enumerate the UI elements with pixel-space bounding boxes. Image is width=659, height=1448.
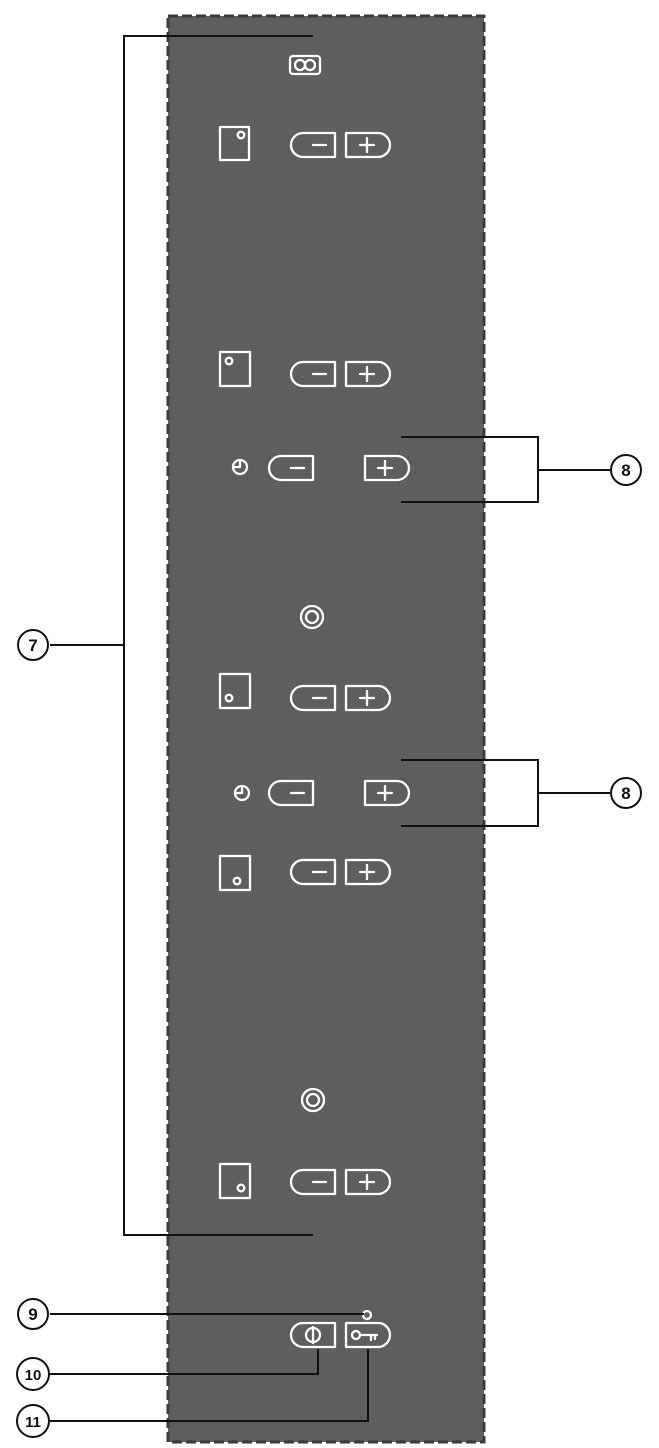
callout-9: 9	[17, 1298, 49, 1330]
power-button[interactable]	[289, 1321, 337, 1349]
plus-button[interactable]	[344, 684, 392, 712]
plus-button[interactable]	[344, 858, 392, 886]
bracket-7	[50, 35, 313, 1236]
plus-button[interactable]	[344, 1168, 392, 1196]
callout-11: 11	[16, 1404, 50, 1438]
cooking-zone-icon	[218, 1162, 252, 1200]
callout-7: 7	[17, 629, 49, 661]
plus-button[interactable]	[344, 131, 392, 159]
cooking-zone-icon	[218, 854, 252, 892]
minus-button[interactable]	[289, 131, 337, 159]
cooking-zone-icon	[218, 125, 251, 162]
callout-label: 8	[621, 784, 630, 803]
key-lock-icon	[350, 1329, 379, 1342]
callout-label: 8	[621, 461, 630, 480]
callout-8-upper: 8	[610, 454, 642, 486]
bracket-8-upper	[401, 436, 610, 503]
minus-button[interactable]	[289, 858, 337, 886]
timer-clock-icon	[231, 458, 249, 476]
cooking-zone-icon	[218, 350, 252, 388]
timer-minus-button[interactable]	[267, 779, 315, 807]
callout-label: 11	[25, 1414, 41, 1431]
callout-label: 9	[28, 1305, 37, 1324]
bridge-zone-icon[interactable]	[288, 54, 322, 76]
timer-plus-button[interactable]	[363, 454, 411, 482]
leader-10	[50, 1349, 319, 1375]
callout-label: 7	[28, 636, 37, 655]
combine-zones-icon[interactable]	[299, 604, 325, 630]
minus-button[interactable]	[289, 360, 337, 388]
leader-11	[50, 1349, 369, 1422]
callout-10: 10	[16, 1357, 50, 1391]
bracket-8-lower	[401, 759, 610, 827]
timer-clock-icon	[233, 784, 251, 802]
timer-plus-button[interactable]	[363, 779, 411, 807]
plus-button[interactable]	[344, 360, 392, 388]
combine-zones-icon[interactable]	[300, 1087, 326, 1113]
cooking-zone-icon	[218, 672, 252, 710]
timer-minus-button[interactable]	[267, 454, 315, 482]
key-lock-button[interactable]	[344, 1321, 392, 1349]
control-panel	[166, 14, 486, 1444]
minus-button[interactable]	[289, 1168, 337, 1196]
callout-8-lower: 8	[610, 777, 642, 809]
minus-button[interactable]	[289, 684, 337, 712]
callout-label: 10	[25, 1367, 42, 1384]
